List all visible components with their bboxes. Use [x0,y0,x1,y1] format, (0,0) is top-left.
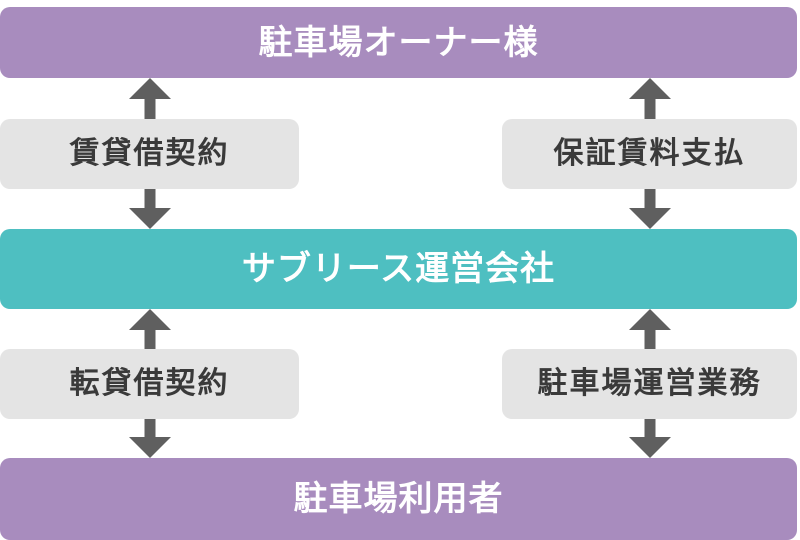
arrow-up-head [629,309,671,330]
arrow-up-head [629,78,671,99]
edge-label-sublease-contract-text: 転貸借契約 [69,367,230,400]
arrow-down-head [629,208,671,229]
node-parking-owner: 駐車場オーナー様 [0,7,797,78]
edge-label-parking-operation-text: 駐車場運営業務 [537,367,762,400]
node-parking-user-label: 駐車場利用者 [293,480,504,518]
arrow-up-head [129,309,171,330]
arrow-down-head [629,437,671,458]
edge-label-guaranteed-rent-payment-text: 保証賃料支払 [553,137,746,170]
edge-label-parking-operation: 駐車場運営業務 [502,349,797,419]
edge-label-lease-contract-text: 賃貸借契約 [69,137,230,170]
node-parking-owner-label: 駐車場オーナー様 [258,23,539,62]
arrow-down-head [129,437,171,458]
node-sublease-operator-label: サブリース運営会社 [241,250,556,288]
node-sublease-operator: サブリース運営会社 [0,229,797,309]
arrow-up-head [129,78,171,99]
arrow-down-head [129,208,171,229]
edge-label-sublease-contract: 転貸借契約 [0,349,299,419]
node-parking-user: 駐車場利用者 [0,458,797,540]
edge-label-guaranteed-rent-payment: 保証賃料支払 [502,119,797,189]
edge-label-lease-contract: 賃貸借契約 [0,119,299,189]
